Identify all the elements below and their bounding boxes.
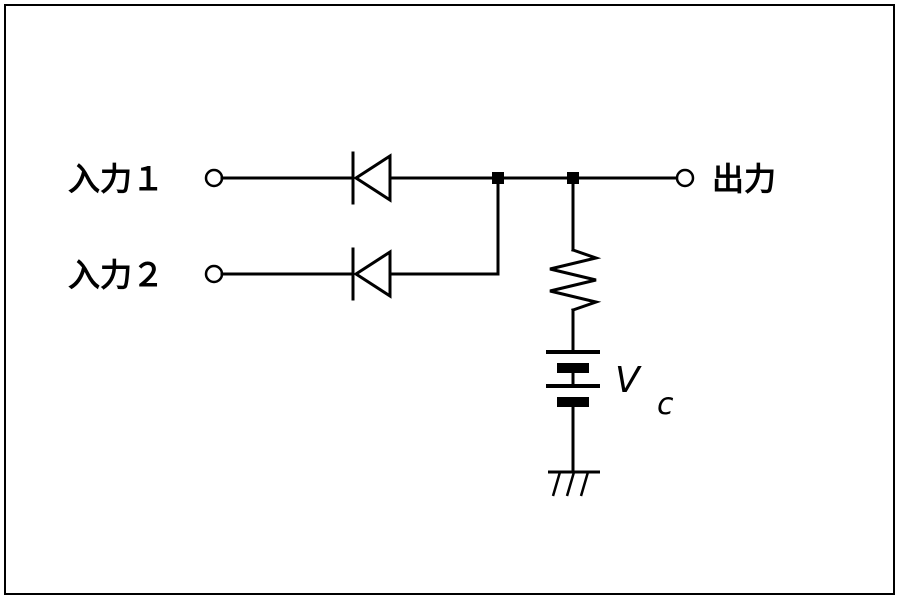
input1-terminal	[204, 168, 224, 188]
supply-battery	[546, 350, 600, 407]
junction-node-1	[492, 172, 504, 184]
input1-label: 入力１	[68, 160, 164, 198]
input2-terminal	[204, 264, 224, 284]
output-label: 出力	[712, 160, 776, 198]
output-terminal	[675, 168, 695, 188]
supply-voltage-subscript: c	[657, 387, 674, 422]
supply-voltage-symbol: V	[615, 360, 642, 401]
junction-node-2	[567, 172, 579, 184]
pull-up-resistor	[549, 248, 602, 312]
diagram-frame	[4, 4, 895, 595]
input2-label: 入力２	[68, 256, 164, 294]
ground-symbol	[548, 470, 600, 497]
diode-input2	[351, 247, 500, 301]
diode-input1	[351, 151, 500, 205]
